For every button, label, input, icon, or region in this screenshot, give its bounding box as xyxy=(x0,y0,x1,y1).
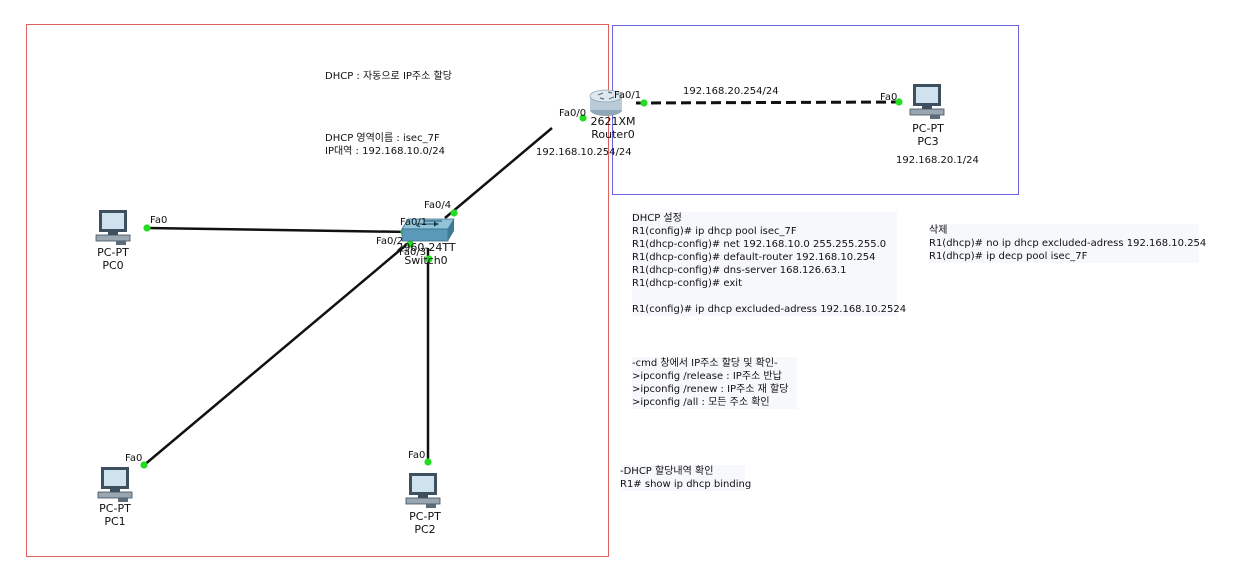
port-label-switch-fa04: Fa0/4 xyxy=(424,200,452,211)
router-name-label: Router0 xyxy=(591,128,635,141)
pc1-type-label: PC-PT xyxy=(99,502,131,515)
link-switch-pc1[interactable] xyxy=(142,239,413,467)
router-model-label: 2621XM xyxy=(590,115,636,128)
pc2-icon[interactable] xyxy=(405,473,441,508)
port-light-pc1 xyxy=(140,461,148,469)
pc0-type-label: PC-PT xyxy=(97,246,129,259)
port-light-switch-fa04 xyxy=(450,209,458,217)
port-light-pc3 xyxy=(895,98,903,106)
lan-area-box xyxy=(26,24,609,557)
ip-label-router-lan: 192.168.10.254/24 xyxy=(536,147,632,158)
pc2-type-label: PC-PT xyxy=(409,510,441,523)
pc3-type-label: PC-PT xyxy=(912,122,944,135)
note-dhcp-scope: DHCP 영역이름 : isec_7F IP대역 : 192.168.10.0/… xyxy=(325,133,445,157)
pc0-name-label: PC0 xyxy=(102,259,124,272)
port-light-switch-fa02 xyxy=(406,240,414,248)
port-label-pc3: Fa0 xyxy=(880,92,898,103)
note-delete: 삭제 R1(dhcp)# no ip dhcp excluded-adress … xyxy=(929,224,1207,263)
pc2-name-label: PC2 xyxy=(414,523,436,536)
note-cmd: -cmd 창에서 IP주소 할당 및 확인- >ipconfig /releas… xyxy=(632,357,797,409)
note-dhcp-title: DHCP : 자동으로 IP주소 할당 xyxy=(325,71,452,82)
note-dhcp-setup: DHCP 설정 R1(config)# ip dhcp pool isec_7F… xyxy=(632,212,907,316)
pc0-icon[interactable] xyxy=(95,210,131,245)
link-switch-pc0[interactable] xyxy=(146,226,411,234)
port-label-switch-fa03: Fa0/3 xyxy=(399,247,427,258)
pc3-icon[interactable] xyxy=(909,84,945,119)
port-light-pc2 xyxy=(424,458,432,466)
pc1-name-label: PC1 xyxy=(104,515,126,528)
port-label-switch-fa02: Fa0/2 xyxy=(376,236,404,247)
pc1-icon[interactable] xyxy=(97,467,133,502)
port-light-switch-fa03 xyxy=(425,255,433,263)
port-label-router-fa00: Fa0/0 xyxy=(559,108,587,119)
ip-label-pc3: 192.168.20.1/24 xyxy=(896,155,979,166)
router-icon[interactable] xyxy=(589,89,623,116)
switch-icon[interactable] xyxy=(401,218,455,242)
switch-model-label: 2960-24TT xyxy=(396,241,456,254)
link-router-pc3[interactable] xyxy=(635,100,907,105)
port-label-switch-fa01: Fa0/1 xyxy=(400,217,428,228)
port-label-router-fa01: Fa0/1 xyxy=(614,90,642,101)
note-binding: -DHCP 할당내역 확인 R1# show ip dhcp binding xyxy=(620,465,752,491)
port-label-pc2: Fa0 xyxy=(408,450,426,461)
link-router-switch[interactable] xyxy=(444,127,553,219)
port-label-pc1: Fa0 xyxy=(125,453,143,464)
port-light-router-fa01 xyxy=(640,99,648,107)
port-light-pc0 xyxy=(143,224,151,232)
ip-label-router-pc3-link: 192.168.20.254/24 xyxy=(683,86,779,97)
pc3-name-label: PC3 xyxy=(917,135,939,148)
port-light-router-fa00 xyxy=(579,114,587,122)
port-label-pc0: Fa0 xyxy=(150,215,168,226)
switch-name-label: Switch0 xyxy=(404,254,448,267)
